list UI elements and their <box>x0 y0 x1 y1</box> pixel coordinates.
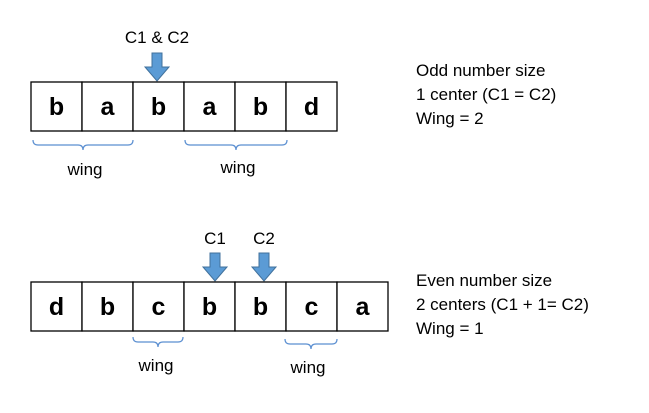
odd-cell-box <box>30 81 83 132</box>
wing-bracket <box>132 336 184 348</box>
wing-label: wing <box>220 158 256 177</box>
odd-center-label: C1 & C2 <box>125 28 189 47</box>
even-cell-box <box>132 281 185 332</box>
odd-cell: b <box>234 81 287 132</box>
odd-cell-letter: b <box>253 93 268 121</box>
odd-cell-letter: d <box>304 93 319 121</box>
even-cell-box <box>285 281 338 332</box>
odd-cell: a <box>183 81 236 132</box>
even-center-label-c1: C1 <box>204 229 226 248</box>
odd-cell-letter: a <box>203 93 218 121</box>
even-cell-letter: b <box>202 293 217 321</box>
odd-notes: Odd number size 1 center (C1 = C2) Wing … <box>416 61 556 128</box>
even-cell-letter: a <box>356 293 371 321</box>
wing-label: wing <box>138 356 174 375</box>
odd-cell: d <box>285 81 338 132</box>
even-cell: c <box>285 281 338 332</box>
even-cell: b <box>183 281 236 332</box>
odd-cell-box <box>132 81 185 132</box>
odd-cell-row: b a b a b d <box>30 81 338 132</box>
even-wing-left: wing <box>132 336 184 375</box>
even-cell-letter: c <box>152 293 166 321</box>
even-cell: d <box>30 281 83 332</box>
even-cell-letter: b <box>100 293 115 321</box>
odd-example: C1 & C2 b a b a b <box>30 28 556 179</box>
even-cell-box <box>81 281 134 332</box>
even-notes: Even number size 2 centers (C1 + 1= C2) … <box>416 271 589 338</box>
even-cell: a <box>336 281 389 332</box>
down-arrow-icon <box>250 252 278 282</box>
wing-label: wing <box>290 358 326 377</box>
even-cell-box <box>183 281 236 332</box>
even-cell-letter: d <box>49 293 64 321</box>
odd-cell-box <box>285 81 338 132</box>
even-cell-row: d b c b b c a <box>30 281 389 332</box>
wing-bracket <box>184 139 288 151</box>
odd-cell-letter: b <box>151 93 166 121</box>
odd-cell-letter: a <box>101 93 116 121</box>
wing-bracket <box>284 338 338 350</box>
even-cell-letter: c <box>305 293 319 321</box>
odd-cell-box <box>234 81 287 132</box>
odd-note-line: 1 center (C1 = C2) <box>416 85 556 104</box>
even-cell-box <box>30 281 83 332</box>
even-cell: b <box>234 281 287 332</box>
wing-label: wing <box>67 160 103 179</box>
even-note-line: 2 centers (C1 + 1= C2) <box>416 295 589 314</box>
even-note-line: Even number size <box>416 271 552 290</box>
even-cell: c <box>132 281 185 332</box>
down-arrow-icon <box>143 52 171 82</box>
even-cell-box <box>336 281 389 332</box>
odd-wing-right: wing <box>184 139 288 177</box>
wing-bracket <box>32 139 134 151</box>
down-arrow-icon <box>201 252 229 282</box>
even-center-arrow-c1 <box>201 252 229 282</box>
even-wing-right: wing <box>284 338 338 377</box>
even-center-arrow-c2 <box>250 252 278 282</box>
even-cell-letter: b <box>253 293 268 321</box>
odd-cell: b <box>132 81 185 132</box>
even-example: C1 C2 d b c b <box>30 229 589 377</box>
odd-cell: a <box>81 81 134 132</box>
odd-center-arrow <box>143 52 171 82</box>
odd-cell-letter: b <box>49 93 64 121</box>
odd-note-line: Wing = 2 <box>416 109 484 128</box>
odd-cell: b <box>30 81 83 132</box>
odd-cell-box <box>81 81 134 132</box>
even-cell: b <box>81 281 134 332</box>
odd-wing-left: wing <box>32 139 134 179</box>
even-center-label-c2: C2 <box>253 229 275 248</box>
odd-note-line: Odd number size <box>416 61 545 80</box>
even-note-line: Wing = 1 <box>416 319 484 338</box>
